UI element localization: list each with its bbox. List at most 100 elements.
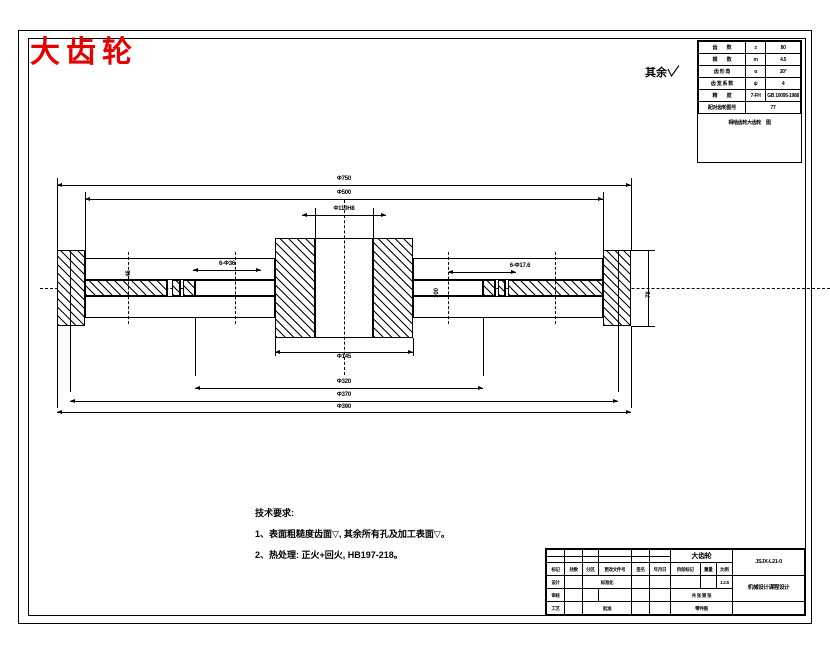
tb-role-process: 工艺 [545,601,566,615]
ext-line-outer-right [631,178,632,250]
web-tick-3 [495,280,496,296]
rim-right-outer [603,250,631,326]
tb-role-review: 审核 [545,588,566,602]
dim-arrow-left [275,350,280,354]
tb-blank [669,575,701,589]
tb-blank [582,549,599,557]
tb-scale-value: 1:2.5 [715,575,734,589]
dim-arrow-right [381,213,386,217]
dim-arrow-right [626,183,631,187]
dim-arrow-left [195,386,200,390]
dim-arrow-left [302,213,307,217]
tb-blank [631,601,651,615]
tb-col-header: 标记 [545,562,566,576]
table-row: 精 度 7-FH GB 10095-1988 [698,89,801,102]
drawing-inner-border [28,38,806,616]
tb-part-name: 大齿轮 [669,549,734,563]
dim-line-top-750 [57,185,631,186]
table-row: 配对齿轮图号 77 [698,101,802,114]
gear-parameter-rows: 齿 数 z 80 模 数 m 4.5 齿 形 角 α 20° 齿 宽 系 数 ψ… [698,41,802,114]
ext-line-outer-right-low [631,326,632,408]
param-value: 20° [765,65,801,78]
tb-blank [631,575,651,589]
hole-centerline-right-b [555,252,556,324]
rim-right-inner-edge [618,250,619,326]
tb-role-standardize: 标准化 [582,575,633,589]
param-value: GB 10095-1988 [765,89,801,102]
ext-line-145-left [275,338,276,356]
dim-text-top-500: Φ500 [336,190,352,196]
ext-line-320-left [195,318,196,376]
dim-ext-width-top [631,250,655,251]
tb-blank [564,575,584,589]
ext-line-370-right [618,326,619,392]
dim-arrow-right [511,270,516,274]
ext-line-outer-left-low [57,326,58,408]
technical-requirements: 技术要求: 1、表面粗糙度齿面▽, 其余所有孔及加工表面▽。 2、热处理: 正火… [255,503,450,566]
web-right-small-hatch [483,280,495,296]
web-tick-4 [505,280,506,296]
param-label: 精 度 [698,89,746,102]
param-label: 齿 数 [698,41,746,54]
dim-ext-width-bottom [631,326,655,327]
param-value: 4.5 [765,53,801,66]
ext-line-bore-left [315,208,316,238]
tb-scale-label: 比例 [715,562,734,576]
web-left-small-hatch-2 [183,280,195,296]
tech-req-heading: 技术要求: [255,508,294,518]
tech-req-item: 1、表面粗糙度齿面▽, 其余所有孔及加工表面▽。 [255,529,450,539]
dim-text-top-bore: Φ110H8 [333,206,355,212]
tb-blank [631,588,651,602]
dim-arrow-right [408,350,413,354]
drawing-outer-border [18,30,812,624]
dim-text-bot-320: Φ320 [336,379,352,385]
ext-line-145-right [413,338,414,356]
tb-col-header: 年月日 [649,562,671,576]
param-symbol: ψ [744,77,767,90]
dim-arrow-right [613,399,618,403]
dim-arrow-left [193,268,198,272]
tb-drawing-no-text: JSJX-L21-0 [755,559,782,565]
tb-role-design: 设计 [545,575,566,589]
tb-blank [699,575,717,589]
tb-col-header: 处数 [564,562,584,576]
table-row: 大齿轮 JSJX-L21-0 [545,549,805,576]
table-row: 模 数 m 4.5 [698,53,801,66]
dim-arrow-left [57,410,62,414]
table-row: 设计 标准化 1:2.5 机械设计课程设计 [545,575,805,602]
hole-centerline-right-a [448,252,449,324]
title-block: 大齿轮 JSJX-L21-0 标记 处数 分区 更改文件号 签名 年月日 阶段标… [545,548,806,616]
tb-blank [564,601,584,615]
dim-line-left-holes [193,270,261,271]
tb-drawing-no: JSJX-L21-0 [732,549,805,576]
table-row: 标记 处数 分区 更改文件号 签名 年月日 阶段标记 重量 比例 [545,562,805,576]
tb-blank [649,588,671,602]
web-left-middle-hatch [85,280,167,296]
table-row: 工艺 批准 零件图 [545,601,805,615]
table-row: 齿 数 z 80 [698,41,801,54]
dim-line-top-bore [302,215,386,216]
hole-centerline-left-a [128,252,129,324]
ext-line-370-left [70,326,71,392]
tb-col-header: 分区 [582,562,599,576]
tb-institute: 机械设计课程设计 [732,575,805,602]
web-right-small-hatch-2 [498,280,505,296]
rim-left-inner-edge [70,250,71,326]
dim-arrow-left [57,183,62,187]
param-table-note: 相啮齿轮大齿轮 图 [728,120,771,126]
dim-arrow-left [85,197,90,201]
dim-text-bot-390: Φ390 [336,404,352,410]
dim-text-bot-370: Φ370 [336,392,352,398]
ext-line-bore-right [373,208,374,238]
title-block-table: 大齿轮 JSJX-L21-0 标记 处数 分区 更改文件号 签名 年月日 阶段标… [545,549,805,615]
tb-col-header: 更改文件号 [597,562,633,576]
pair-gear-value: 77 [744,101,802,114]
ext-line-500-left [85,192,86,258]
dim-line-bot-390 [57,412,631,413]
hub-left-wall [275,238,315,338]
param-symbol: z [744,41,767,54]
dim-arrow-right [598,197,603,201]
dim-line-bot-145 [275,352,413,353]
tb-blank [597,588,633,602]
pair-gear-label: 配对齿轮图号 [698,101,746,114]
